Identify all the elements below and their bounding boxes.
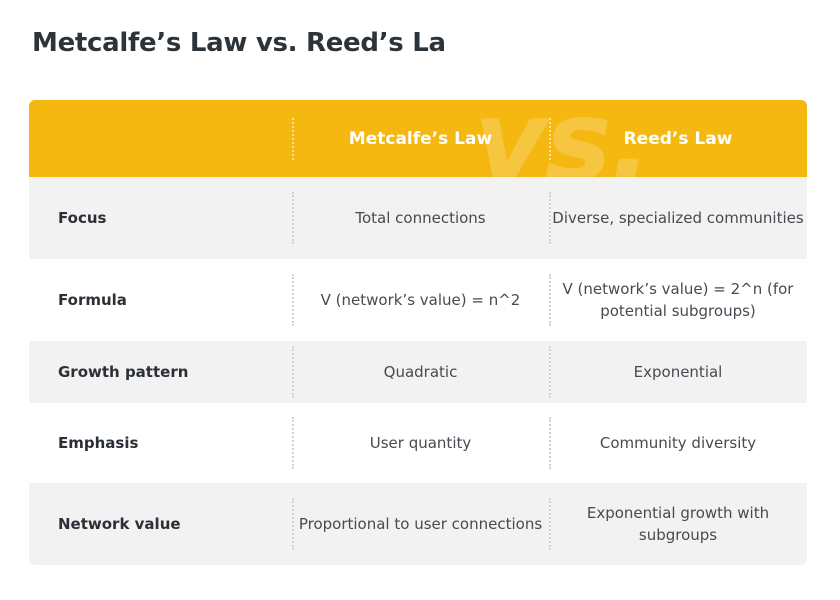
table-row: Focus Total connections Diverse, special… bbox=[29, 177, 807, 259]
header-metcalfe: Metcalfe’s Law bbox=[292, 100, 549, 177]
row-label: Focus bbox=[58, 209, 107, 227]
metcalfe-cell: V (network’s value) = n^2 bbox=[292, 259, 549, 341]
reed-cell: Exponential growth with subgroups bbox=[549, 483, 807, 565]
comparison-table: vs. Metcalfe’s Law Reed’s Law Focus Tota… bbox=[29, 100, 807, 565]
table-row: Network value Proportional to user conne… bbox=[29, 483, 807, 565]
reed-cell: V (network’s value) = 2^n (for potential… bbox=[549, 259, 807, 341]
table-row: Growth pattern Quadratic Exponential bbox=[29, 341, 807, 403]
row-label: Formula bbox=[58, 291, 127, 309]
header-reed: Reed’s Law bbox=[549, 100, 807, 177]
page-title: Metcalfe’s Law vs. Reed’s La bbox=[32, 28, 446, 58]
table-row: Formula V (network’s value) = n^2 V (net… bbox=[29, 259, 807, 341]
reed-cell: Exponential bbox=[549, 341, 807, 403]
metcalfe-cell: Proportional to user connections bbox=[292, 483, 549, 565]
table-header: vs. Metcalfe’s Law Reed’s Law bbox=[29, 100, 807, 177]
table-row: Emphasis User quantity Community diversi… bbox=[29, 403, 807, 483]
metcalfe-cell: User quantity bbox=[292, 403, 549, 483]
metcalfe-cell: Total connections bbox=[292, 177, 549, 259]
row-label: Network value bbox=[58, 515, 181, 533]
header-blank bbox=[29, 100, 292, 177]
metcalfe-cell: Quadratic bbox=[292, 341, 549, 403]
row-label: Growth pattern bbox=[58, 363, 189, 381]
reed-cell: Community diversity bbox=[549, 403, 807, 483]
reed-cell: Diverse, specialized communities bbox=[549, 177, 807, 259]
row-label: Emphasis bbox=[58, 434, 139, 452]
